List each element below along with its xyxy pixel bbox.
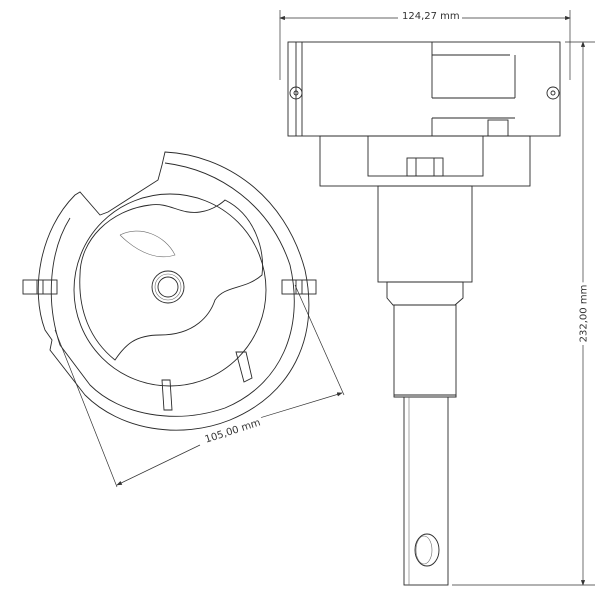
top-view [22, 151, 317, 431]
width-dimension [279, 10, 571, 80]
side-view [287, 41, 561, 586]
height-dimension [452, 41, 595, 586]
diameter-dimension [54, 284, 345, 488]
height-dimension-label: 232,00 mm [578, 282, 590, 345]
width-dimension-label: 124,27 mm [400, 11, 462, 22]
